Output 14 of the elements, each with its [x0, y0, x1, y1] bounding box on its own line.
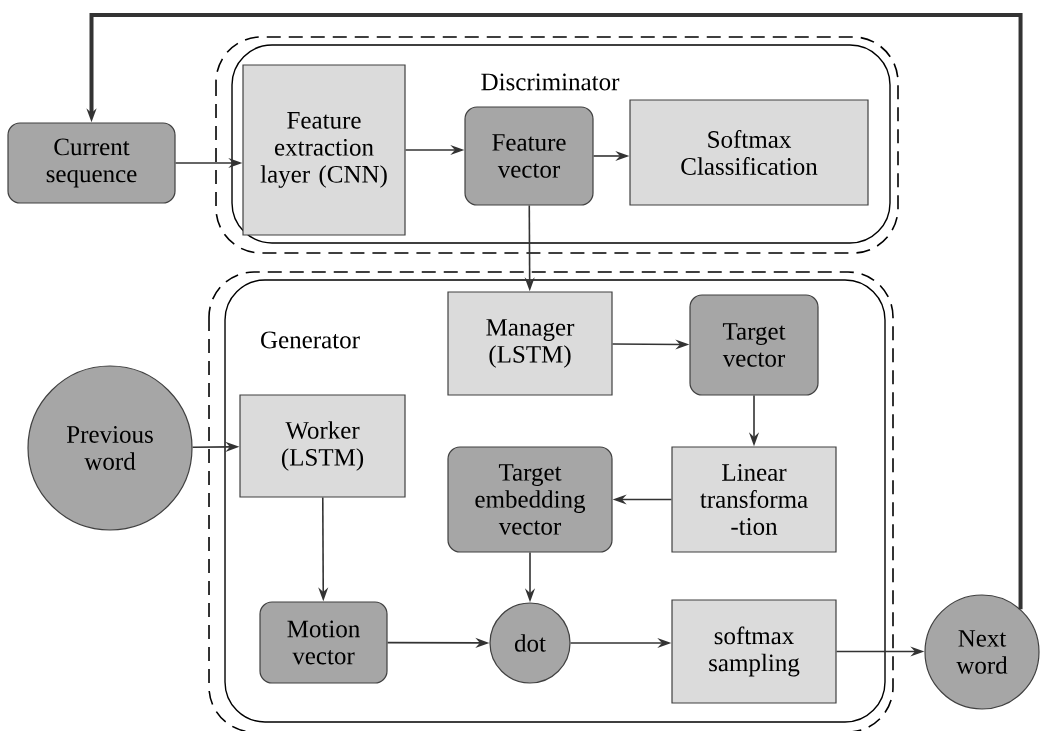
circle-node: Next word — [924, 594, 1040, 710]
process-box: Manager (LSTM) — [447, 291, 613, 396]
circle-node: Previous word — [27, 365, 193, 531]
process-box: Current sequence — [7, 122, 176, 204]
process-box: Feature extraction layer (CNN) — [242, 64, 406, 236]
process-box: Softmax Classification — [629, 99, 869, 206]
process-box: Motion vector — [259, 601, 388, 684]
circle-node: dot — [489, 602, 571, 684]
process-box: Worker (LSTM) — [239, 394, 406, 498]
process-box: Target embedding vector — [447, 446, 613, 553]
process-box: softmax sampling — [671, 599, 837, 704]
process-box: Linear transforma -tion — [671, 446, 837, 553]
process-box: Target vector — [689, 294, 819, 396]
process-box: Feature vector — [464, 106, 594, 206]
